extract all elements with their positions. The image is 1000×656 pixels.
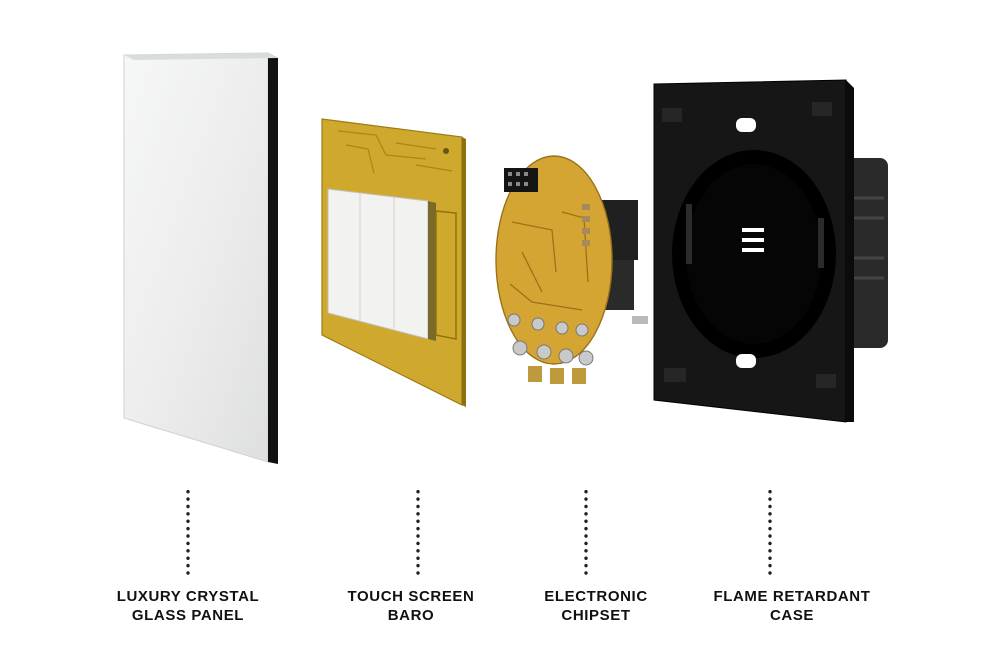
label-chipset: ELECTRONIC CHIPSET [486, 587, 706, 625]
leader-dots [767, 488, 773, 576]
leader-dots [583, 488, 589, 576]
case-image [652, 78, 902, 428]
label-line: TOUCH SCREEN [347, 588, 475, 605]
label-line: GLASS PANEL [131, 607, 245, 624]
glass-panel-image [118, 50, 288, 470]
label-line: CASE [769, 607, 815, 624]
label-line: BARO [387, 607, 435, 624]
leader-dots [185, 488, 191, 576]
label-touch-board: TOUCH SCREEN BARO [301, 587, 521, 625]
label-line: LUXURY CRYSTAL [116, 588, 260, 605]
touch-board-image [316, 115, 476, 415]
label-line: ELECTRONIC [544, 588, 648, 605]
label-line: CHIPSET [561, 607, 631, 624]
chipset-image [492, 152, 652, 392]
label-case: FLAME RETARDANT CASE [682, 587, 902, 625]
label-glass-panel: LUXURY CRYSTAL GLASS PANEL [78, 587, 298, 625]
label-line: FLAME RETARDANT [713, 588, 871, 605]
leader-dots [415, 488, 421, 576]
